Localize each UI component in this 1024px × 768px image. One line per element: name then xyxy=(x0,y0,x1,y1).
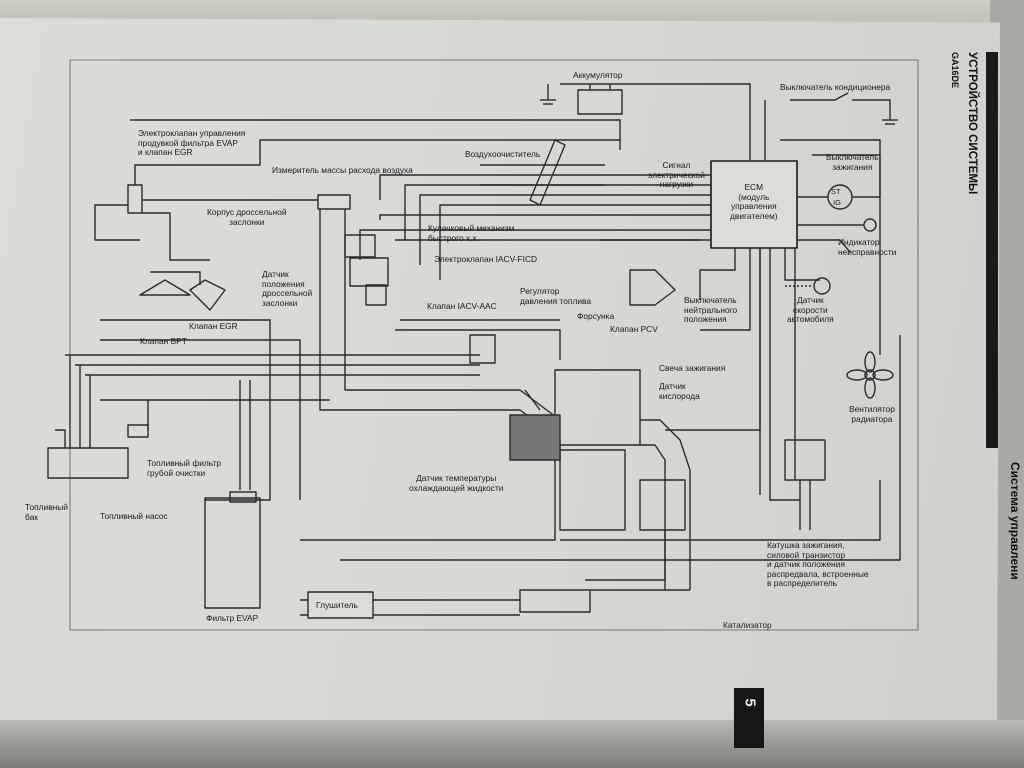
neutral-switch-symbol xyxy=(629,269,676,306)
label-throttle-body: Корпус дроссельной заслонки xyxy=(207,207,287,227)
label-distributor: Катушка зажигания, силовой транзистор и … xyxy=(767,540,869,589)
side-chapter-title: Система управлени xyxy=(1008,462,1022,580)
catalyst-shell xyxy=(519,589,591,613)
label-ecm: ECM (модуль управления двигателем) xyxy=(730,182,778,221)
fuel-pressure-regulator xyxy=(469,334,496,364)
label-maf: Измеритель массы расхода воздуха xyxy=(272,165,413,175)
label-fuel-pump: Топливный насос xyxy=(100,511,168,521)
diagram-frame xyxy=(69,59,919,631)
label-fan: Вентилятор радиатора xyxy=(849,404,895,424)
iacv-ficd-valve xyxy=(349,257,389,287)
fuel-filter xyxy=(127,424,149,438)
bpt-valve xyxy=(139,279,191,296)
label-ignition-switch: Выключатель зажигания xyxy=(826,152,879,172)
label-muffler: Глушитель xyxy=(316,600,358,610)
label-pcv-valve: Клапан PCV xyxy=(610,324,658,334)
label-spark-plug: Свеча зажигания xyxy=(659,363,726,373)
label-injector: Форсунка xyxy=(577,311,615,321)
label-battery: Аккумулятор xyxy=(573,70,623,80)
evap-canister xyxy=(204,497,261,609)
catalyst xyxy=(639,479,686,531)
section-header: УСТРОЙСТВО СИСТЕМЫ xyxy=(966,52,978,195)
iacv-aac-valve xyxy=(365,284,387,306)
battery-symbol xyxy=(577,89,623,115)
label-st: ST xyxy=(831,187,841,196)
label-evap-canister: Фильтр EVAP xyxy=(206,613,259,623)
label-iacv-ficd: Электроклапан IACV-FICD xyxy=(434,254,538,264)
radiator-fan xyxy=(846,351,894,399)
fast-idle-cam xyxy=(344,234,376,258)
label-electric-load: Сигнал электрической нагрузки xyxy=(648,160,705,190)
engine-cylinder xyxy=(559,449,626,531)
label-evap-valve: Электроклапан управления продувкой фильт… xyxy=(138,128,246,158)
label-fast-idle-cam: Кулачковый механизм быстрого х.х. xyxy=(428,223,515,243)
engine-head xyxy=(554,369,641,446)
muffler xyxy=(307,591,374,619)
speed-sensor-symbol xyxy=(813,277,831,295)
egr-valve xyxy=(189,279,226,311)
label-bpt-valve: Клапан BPT xyxy=(140,336,187,346)
label-ig: IG xyxy=(833,198,841,207)
page-bottom-shadow xyxy=(0,720,1024,768)
air-cleaner-symbol xyxy=(529,139,566,206)
label-o2-sensor: Датчик кислорода xyxy=(659,381,700,401)
evap-solenoid xyxy=(127,184,143,214)
label-neutral-switch: Выключатель нейтрального положения xyxy=(684,295,738,325)
engine-code: GA16DE xyxy=(950,52,960,89)
label-fuel-tank: Топливный бак xyxy=(25,502,68,522)
label-air-cleaner: Воздухоочиститель xyxy=(465,149,541,159)
label-catalyst: Катализатор xyxy=(723,620,772,630)
label-coolant-temp: Датчик температуры охлаждающей жидкости xyxy=(409,473,504,493)
label-speed-sensor: Датчик скорости автомобиля xyxy=(787,295,834,325)
label-ac-switch: Выключатель кондиционера xyxy=(780,82,891,92)
page-number: 5 xyxy=(741,698,759,707)
label-tps: Датчик положения дроссельной заслонки xyxy=(262,269,313,308)
label-iacv-aac: Клапан IACV-AAC xyxy=(427,301,497,311)
fuel-tank xyxy=(47,447,129,479)
chapter-tab xyxy=(986,52,998,448)
distributor xyxy=(784,439,826,481)
label-fuel-filter: Топливный фильтр грубой очистки xyxy=(147,458,221,478)
label-mil: Индикатор неисправности xyxy=(838,237,897,257)
label-egr-valve: Клапан EGR xyxy=(189,321,238,331)
label-fuel-regulator: Регулятор давления топлива xyxy=(520,286,592,306)
page-number-tab xyxy=(734,688,764,748)
